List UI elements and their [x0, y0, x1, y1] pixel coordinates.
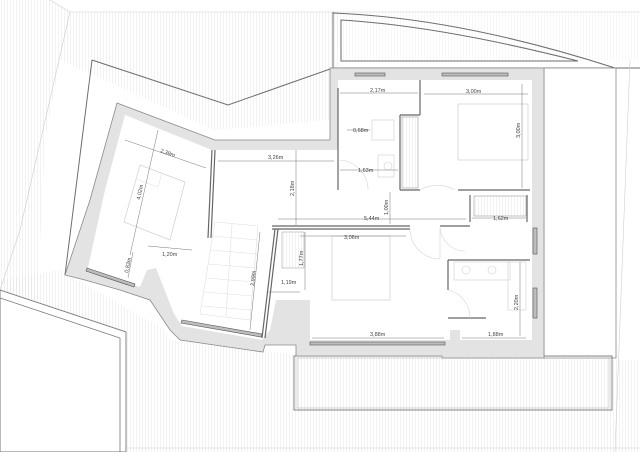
dim-label: 1,77m [299, 250, 305, 266]
dim-label: 2,18m [290, 180, 296, 196]
wardrobe-closet [473, 195, 527, 217]
dim-label: 2,17m [370, 88, 386, 94]
wardrobe-north [401, 116, 419, 189]
dim-label: 1,62m [493, 216, 509, 222]
staircase [199, 221, 259, 321]
interior-walls [207, 80, 530, 339]
dim-label: 1,20m [162, 252, 178, 258]
dimension-labels: 2,39m 4,02m 1,20m 0,83m 3,26m 2,18m 2,17… [124, 88, 522, 338]
windows [85, 72, 538, 346]
dim-label: 1,19m [281, 280, 297, 286]
bathroom-fixtures [371, 119, 527, 311]
dim-label: 3,00m [516, 122, 522, 138]
curved-planter [332, 12, 640, 69]
dimension-lines [124, 84, 528, 339]
dim-label: 2,20m [514, 294, 520, 310]
balcony-east [543, 67, 617, 359]
dim-label: 2,39m [159, 148, 176, 159]
terrace-south [293, 355, 613, 411]
dim-label: 2,99m [250, 270, 258, 286]
dim-label: 1,63m [358, 168, 374, 174]
dim-label: 3,88m [370, 332, 386, 338]
bed-north [457, 103, 529, 161]
bed-west [123, 164, 186, 241]
dim-label: 3,06m [344, 235, 360, 241]
door-swings [337, 159, 471, 319]
dim-label: 3,00m [466, 89, 482, 95]
dim-label: 0,83m [124, 257, 133, 274]
dim-label: 3,26m [268, 155, 284, 161]
dim-label: 5,44m [364, 216, 380, 222]
planter-southwest [0, 289, 127, 452]
dim-label: 1,00m [384, 199, 390, 215]
wardrobe-south [281, 231, 305, 269]
dim-label: 0,68m [353, 128, 369, 134]
dim-label: 4,02m [136, 184, 145, 201]
interior-floor [87, 80, 532, 340]
dim-label: 1,88m [488, 332, 504, 338]
